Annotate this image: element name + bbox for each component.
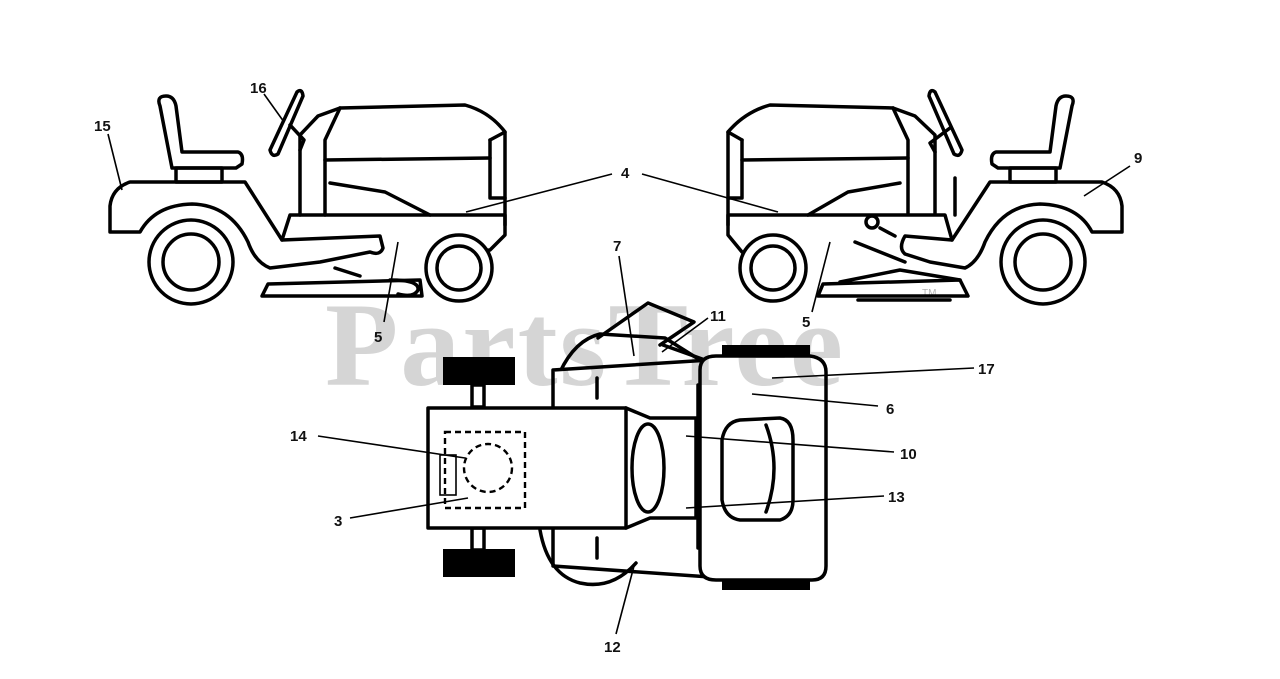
callout-17: 17 <box>978 361 995 378</box>
callout-5-left: 5 <box>374 329 382 346</box>
watermark-trademark: TM <box>922 288 936 299</box>
callout-15: 15 <box>94 118 111 135</box>
callout-4: 4 <box>621 165 630 182</box>
top-view-mower <box>426 301 828 590</box>
callout-10: 10 <box>900 446 917 463</box>
leader-lines <box>107 93 1131 635</box>
watermark-text: PartsTree <box>325 278 845 411</box>
callout-3: 3 <box>334 513 342 530</box>
callout-5-right: 5 <box>802 314 810 331</box>
left-side-view-mower <box>108 88 507 306</box>
callout-16: 16 <box>250 80 267 97</box>
callout-labels: 15 16 4 9 5 5 7 11 17 6 10 13 14 3 12 <box>94 80 1142 656</box>
callout-6: 6 <box>886 401 894 418</box>
callout-13: 13 <box>888 489 905 506</box>
callout-9: 9 <box>1134 150 1142 167</box>
callout-12: 12 <box>604 639 621 656</box>
callout-7: 7 <box>613 238 621 255</box>
callout-14: 14 <box>290 428 307 445</box>
right-side-view-mower <box>726 88 1124 306</box>
callout-11: 11 <box>710 308 726 325</box>
